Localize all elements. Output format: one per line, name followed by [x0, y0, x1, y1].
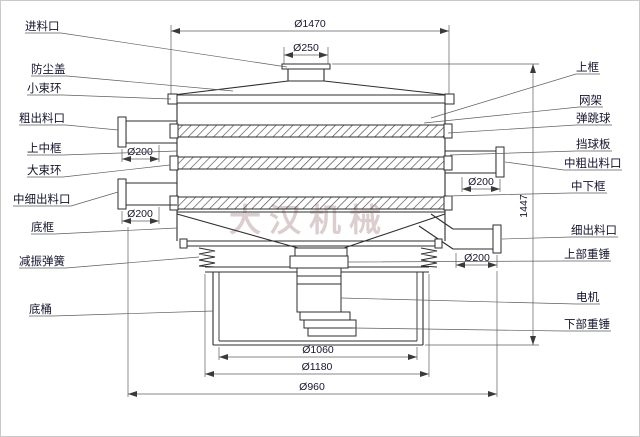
- callout-upper-middle-frame: 上中框: [27, 141, 178, 156]
- feed-inlet-part: [281, 63, 331, 81]
- callout-lower-weight-text: 下部重锤: [564, 317, 610, 331]
- callout-upper-weight-text: 上部重锤: [564, 247, 610, 261]
- callout-feed-inlet-text: 进料口: [25, 19, 60, 33]
- callout-base-barrel: 底桶: [29, 302, 214, 317]
- callout-dust-cover-text: 防尘盖: [31, 62, 66, 76]
- dim-height-text: 1447: [518, 194, 530, 218]
- callout-large-clamp-ring-text: 大束环: [27, 163, 62, 177]
- callout-mid-fine-outlet-text: 中细出料口: [13, 192, 71, 206]
- callout-coarse-outlet-text: 粗出料口: [19, 111, 65, 125]
- motor-assembly: [289, 255, 357, 337]
- dimension-top-width: Ø1470: [170, 18, 450, 94]
- dim-base-bottom-text: Ø960: [299, 381, 325, 393]
- callout-bouncing-ball-text: 弹跳球: [576, 111, 611, 125]
- callout-dust-cover: 防尘盖: [31, 62, 234, 92]
- dim-outlet-left-lower-text: Ø200: [127, 208, 153, 220]
- lower-weight-plate-1: [299, 311, 351, 321]
- dimension-outlet-left-lower: Ø200: [121, 207, 160, 224]
- callout-bottom-frame: 底框: [31, 220, 178, 235]
- outlet-left-upper-part: [117, 116, 177, 148]
- callout-upper-weight: 上部重锤: [347, 247, 611, 263]
- callout-motor-text: 电机: [576, 290, 599, 304]
- callout-middle-lower-frame-text: 中下框: [571, 179, 606, 193]
- mesh-deck-upper: [169, 123, 453, 139]
- outlet-right-lower-part: [418, 213, 502, 254]
- mesh-deck-lower: [169, 195, 453, 211]
- callout-mid-coarse-outlet: 中粗出料口: [504, 156, 622, 171]
- upper-weight-part: [289, 255, 349, 269]
- dim-inlet-text: Ø250: [293, 42, 319, 54]
- callout-feed-inlet: 进料口: [25, 19, 288, 68]
- callout-bouncing-ball: 弹跳球: [447, 111, 612, 134]
- dimension-base-mid: Ø1180: [204, 274, 430, 377]
- callout-upper-frame-text: 上框: [576, 60, 599, 74]
- callout-mesh-frame: 网架: [423, 94, 603, 124]
- dimension-base-top: Ø1060: [218, 344, 418, 360]
- dim-base-top-text: Ø1060: [302, 344, 334, 356]
- callout-upper-middle-frame-text: 上中框: [27, 141, 62, 155]
- dim-top-width-text: Ø1470: [294, 18, 326, 30]
- callout-bottom-frame-text: 底框: [31, 220, 54, 234]
- callout-mesh-frame-text: 网架: [579, 94, 602, 107]
- dimension-outlet-right-lower: Ø200: [455, 252, 498, 268]
- motor-body-part: [296, 267, 342, 313]
- dimension-inlet: Ø250: [283, 42, 329, 64]
- dim-base-mid-text: Ø1180: [302, 361, 333, 373]
- dim-outlet-right-upper-text: Ø200: [468, 176, 494, 188]
- callout-mid-coarse-outlet-text: 中粗出料口: [564, 156, 622, 170]
- outlet-left-lower-part: [117, 178, 177, 210]
- callout-ball-stop-plate-text: 挡球板: [576, 137, 611, 151]
- callout-damping-spring-text: 减振弹簧: [19, 254, 65, 268]
- callout-small-clamp-ring-text: 小束环: [27, 82, 62, 95]
- callout-middle-lower-frame: 中下框: [446, 179, 607, 197]
- dust-cover-part: [167, 80, 455, 105]
- damping-spring-right: [420, 247, 438, 268]
- callouts-left: 进料口 防尘盖 小束环 粗出料口 上中框 大束环 中细出料口 底框: [13, 19, 288, 317]
- lower-weight-plate-3: [307, 327, 357, 337]
- damping-spring-left: [198, 247, 216, 268]
- callout-mid-fine-outlet: 中细出料口: [13, 191, 119, 207]
- lower-weight-plate-2: [303, 319, 357, 329]
- callout-fine-outlet: 细出料口: [501, 223, 618, 240]
- callout-coarse-outlet: 粗出料口: [19, 111, 119, 131]
- dimension-height: 1447: [332, 63, 539, 346]
- outlet-right-upper-part: [445, 146, 505, 178]
- bottom-frame-part: [176, 211, 446, 257]
- callout-damping-spring: 减振弹簧: [19, 254, 200, 269]
- callout-motor: 电机: [340, 290, 600, 305]
- dimension-outlet-right-upper: Ø200: [461, 176, 501, 192]
- callout-lower-weight: 下部重锤: [352, 317, 611, 332]
- dim-outlet-right-lower-text: Ø200: [464, 252, 490, 264]
- callout-large-clamp-ring: 大束环: [27, 163, 171, 178]
- dimension-base-bottom: Ø960: [127, 227, 498, 397]
- mesh-deck-middle: [169, 155, 453, 171]
- dimension-outlet-left-upper: Ø200: [121, 145, 160, 162]
- callout-ball-stop-plate: 挡球板: [449, 137, 612, 156]
- callout-base-barrel-text: 底桶: [29, 302, 52, 316]
- callouts-right: 上框 网架 弹跳球 挡球板 中粗出料口 中下框 细出料口 上部重锤: [340, 60, 622, 332]
- callout-upper-frame: 上框: [430, 60, 600, 119]
- callout-fine-outlet-text: 细出料口: [571, 223, 617, 237]
- callout-small-clamp-ring: 小束环: [27, 82, 172, 100]
